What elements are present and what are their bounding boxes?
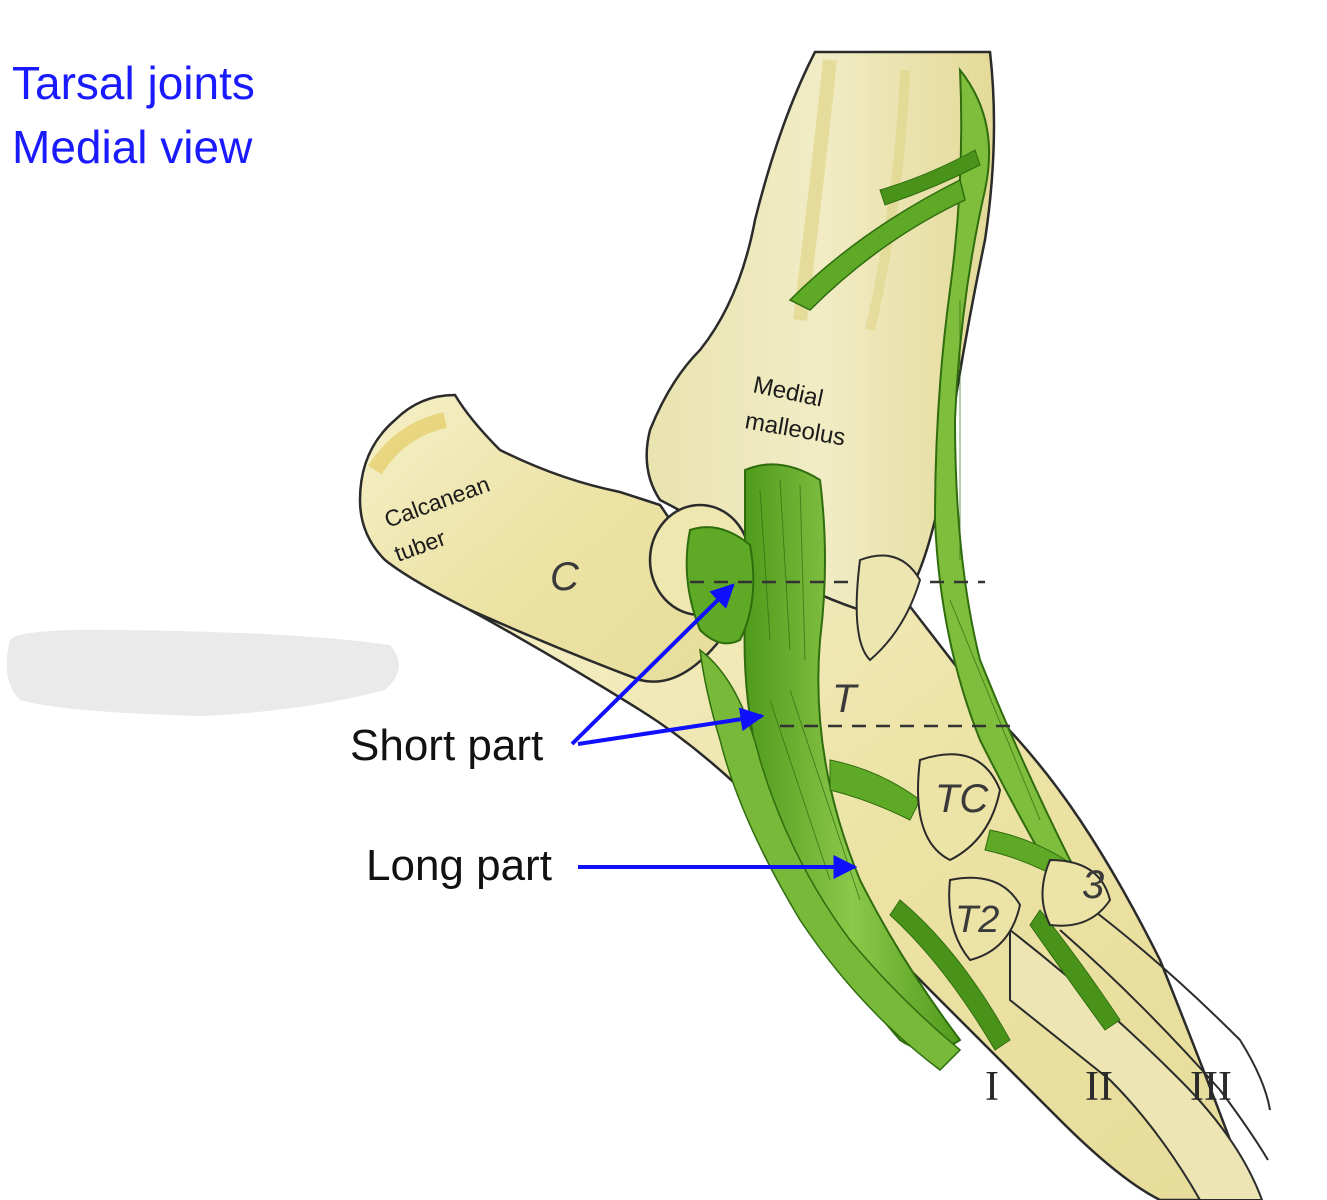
plantar-ligament [699, 648, 962, 1071]
eraser-smudge [6, 629, 399, 716]
tarsal-2-letter: T2 [955, 899, 999, 941]
title-line-2: Medial view [12, 121, 253, 173]
metatarsal-3-label: III [1190, 1064, 1232, 1110]
metatarsal-1-label: I [985, 1064, 999, 1110]
long-part-label: Long part [366, 841, 552, 890]
central-tarsal-outline [917, 753, 1002, 862]
long-part-ligament [743, 463, 962, 1051]
talus-outline [855, 554, 922, 662]
title-line-1: Tarsal joints [12, 57, 255, 109]
calcaneus-letter: C [550, 555, 580, 599]
tarsal-3-letter: 3 [1082, 863, 1104, 907]
short-part-arrow-lower [577, 707, 765, 746]
short-part-label: Short part [350, 721, 544, 770]
short-part-arrow-upper [570, 583, 735, 746]
tarsal-2-outline [948, 876, 1022, 962]
metatarsal-2-label: II [1085, 1064, 1113, 1110]
tarsal-3-outline [1041, 858, 1112, 927]
talus-letter: T [832, 677, 859, 721]
central-tarsal-letter: TC [935, 777, 989, 821]
